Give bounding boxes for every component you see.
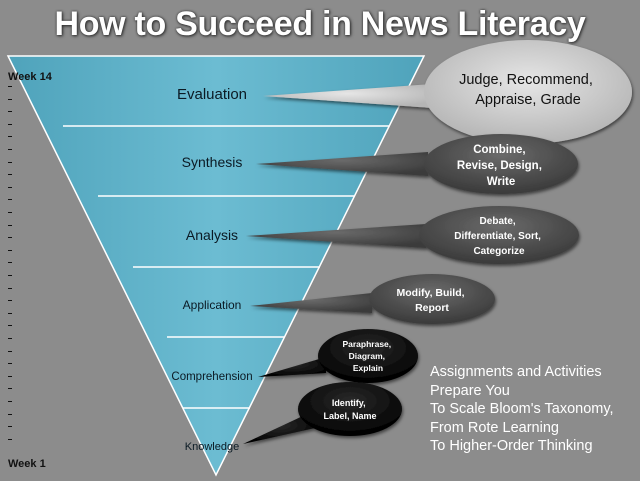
level-label-evaluation: Evaluation [177, 86, 247, 103]
level-label-comprehension: Comprehension [171, 371, 252, 383]
week-top-label: Week 14 [8, 71, 52, 83]
caption-line: Assignments and Activities [430, 364, 602, 380]
callout-text-application: Modify, Build, Report [397, 287, 468, 314]
week-tick [8, 186, 12, 188]
week-tick [8, 98, 12, 100]
week-tick [8, 149, 12, 150]
week-tick [8, 413, 12, 415]
caption-line: To Scale Bloom's Taxonomy, [430, 401, 614, 417]
week-tick [8, 287, 12, 289]
week-tick [8, 438, 12, 440]
level-label-knowledge: Knowledge [185, 441, 239, 453]
callout-text-evaluation: Judge, Recommend, Appraise, Grade [459, 72, 597, 108]
week-tick [8, 338, 12, 339]
week-bottom-label: Week 1 [8, 458, 46, 470]
caption-line: From Rote Learning [430, 419, 559, 436]
week-tick [8, 312, 12, 314]
week-tick [8, 275, 12, 276]
week-tick [8, 136, 12, 138]
week-tick [8, 111, 12, 113]
callout-synthesis [256, 134, 578, 194]
callout-text-comprehension: Paraphrase, Diagram, Explain [342, 339, 393, 373]
week-tick [8, 237, 12, 239]
week-tick [8, 161, 12, 163]
week-tick [8, 325, 12, 327]
week-tick [8, 350, 12, 352]
callout-evaluation [263, 40, 632, 144]
callout-knowledge [243, 382, 402, 444]
callout-application [250, 274, 495, 324]
callout-text-synthesis: Combine, Revise, Design, Write [457, 144, 545, 188]
level-label-application: Application [183, 298, 242, 312]
week-tick [8, 86, 12, 87]
callout-analysis [246, 206, 579, 264]
week-tick [8, 199, 12, 201]
week-tick [8, 262, 12, 264]
week-tick [8, 375, 12, 377]
level-label-synthesis: Synthesis [182, 154, 243, 170]
week-tick [8, 174, 12, 176]
caption-line: Prepare You [430, 382, 510, 399]
week-tick [8, 426, 12, 428]
callout-comprehension [258, 329, 418, 383]
week-tick [8, 363, 12, 365]
callout-text-analysis: Debate, Differentiate, Sort, Categorize [454, 216, 543, 257]
week-tick [8, 123, 12, 125]
level-label-analysis: Analysis [186, 227, 238, 243]
week-tick [8, 401, 12, 402]
week-tick [8, 249, 12, 251]
week-tick [8, 212, 12, 213]
week-tick [8, 388, 12, 390]
caption-text: Assignments and Activities Prepare You T… [430, 363, 630, 456]
callout-text-knowledge: Identify, Label, Name [323, 398, 376, 421]
week-tick [8, 224, 12, 226]
slide-title: How to Succeed in News Literacy [54, 5, 586, 43]
week-tick [8, 300, 12, 302]
caption-line: To Higher-Order Thinking [430, 438, 593, 454]
